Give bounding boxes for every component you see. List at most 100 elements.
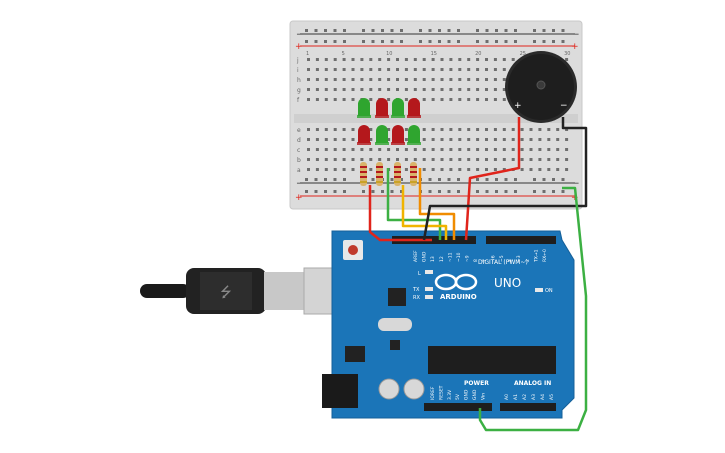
rail-hole <box>343 190 346 193</box>
column-number: 10 <box>386 51 392 57</box>
breadboard-hole <box>458 98 462 101</box>
rail-hole <box>533 40 536 43</box>
row-letter: d <box>297 137 301 144</box>
resistor[interactable] <box>410 162 417 186</box>
rail-hole <box>552 29 555 32</box>
buzzer-minus-label: − <box>560 101 568 111</box>
row-letter: b <box>297 157 301 164</box>
pin-label: 2 <box>525 259 531 262</box>
rail-hole <box>305 40 308 43</box>
wire-orange-led-4 <box>418 168 456 240</box>
breadboard-hole <box>324 98 328 101</box>
rail-hole <box>457 190 460 193</box>
breadboard-hole <box>351 68 355 71</box>
breadboard-hole <box>307 88 310 91</box>
resistor[interactable] <box>376 162 383 186</box>
breadboard-hole <box>315 168 319 171</box>
breadboard-hole <box>387 98 391 101</box>
rail-hole <box>476 178 479 181</box>
breadboard-hole <box>315 138 319 141</box>
breadboard-hole <box>307 158 310 161</box>
breadboard-hole <box>378 158 382 161</box>
breadboard-hole <box>333 78 337 81</box>
breadboard-hole <box>315 98 319 101</box>
breadboard-hole <box>404 88 408 91</box>
rail-hole <box>400 178 403 181</box>
pin-label: A3 <box>531 394 537 400</box>
breadboard-hole <box>565 128 569 131</box>
rail-minus-bottom-right: − <box>572 179 580 189</box>
power-label: POWER <box>464 380 489 387</box>
breadboard-hole <box>431 98 435 101</box>
breadboard-hole <box>396 158 399 161</box>
breadboard-hole <box>351 148 355 151</box>
rail-hole <box>457 29 460 32</box>
rail-hole <box>533 178 536 181</box>
breadboard-hole <box>396 78 399 81</box>
resistor[interactable] <box>394 162 401 186</box>
rail-hole <box>504 40 508 43</box>
pin-label: A0 <box>504 394 510 400</box>
breadboard-hole <box>458 78 462 81</box>
breadboard-hole <box>493 128 497 131</box>
breadboard-hole <box>556 148 560 151</box>
breadboard-hole <box>520 168 524 171</box>
led[interactable] <box>407 98 421 118</box>
rail-hole <box>390 29 394 32</box>
breadboard-hole <box>493 98 497 101</box>
rail-hole <box>514 190 517 193</box>
breadboard-hole <box>440 148 444 151</box>
rail-hole <box>305 29 308 32</box>
rail-hole <box>400 29 403 32</box>
rail-hole <box>561 178 565 181</box>
breadboard-hole <box>422 78 426 81</box>
led[interactable] <box>391 98 405 118</box>
breadboard-hole <box>396 68 399 71</box>
wire-red-buzzer <box>464 117 521 241</box>
column-number: 15 <box>431 51 437 57</box>
rail-hole <box>305 190 308 193</box>
breadboard-hole <box>467 78 471 81</box>
rail-hole <box>390 190 394 193</box>
pin-label: GND <box>464 389 470 400</box>
led[interactable] <box>375 98 389 118</box>
breadboard-hole <box>360 88 364 91</box>
led[interactable] <box>407 125 421 145</box>
breadboard-hole <box>449 58 453 61</box>
breadboard-hole <box>467 128 471 131</box>
led[interactable] <box>391 125 405 145</box>
breadboard-hole <box>333 148 337 151</box>
breadboard-hole <box>333 158 337 161</box>
breadboard-hole <box>324 138 328 141</box>
breadboard-hole <box>502 138 506 141</box>
breadboard-hole <box>422 88 426 91</box>
breadboard-hole <box>511 138 515 141</box>
breadboard-hole <box>449 88 453 91</box>
rail-hole <box>447 178 451 181</box>
breadboard-hole <box>431 148 435 151</box>
resistor[interactable] <box>360 162 367 186</box>
breadboard-hole <box>422 68 426 71</box>
rail-hole <box>400 190 403 193</box>
rail-hole <box>485 190 489 193</box>
led[interactable] <box>357 98 371 118</box>
rail-hole <box>542 178 546 181</box>
breadboard-hole <box>422 128 426 131</box>
row-letter: g <box>297 87 301 94</box>
arduino-uno-board[interactable]: ARDUINO UNO DIGITAL (PWM~) POWER ANALOG … <box>322 230 575 419</box>
breadboard-hole <box>529 158 533 161</box>
breadboard-hole <box>502 148 506 151</box>
breadboard-hole <box>315 128 319 131</box>
breadboard-hole <box>387 128 391 131</box>
breadboard-hole <box>351 158 355 161</box>
piezo-buzzer[interactable]: + − <box>505 51 577 123</box>
breadboard-hole <box>413 88 417 91</box>
breadboard-hole <box>324 88 328 91</box>
led[interactable] <box>357 125 371 145</box>
breadboard-hole <box>458 88 462 91</box>
breadboard-hole <box>556 128 560 131</box>
breadboard-hole <box>556 138 560 141</box>
breadboard-hole <box>369 148 373 151</box>
led[interactable] <box>375 125 389 145</box>
breadboard-hole <box>387 138 391 141</box>
